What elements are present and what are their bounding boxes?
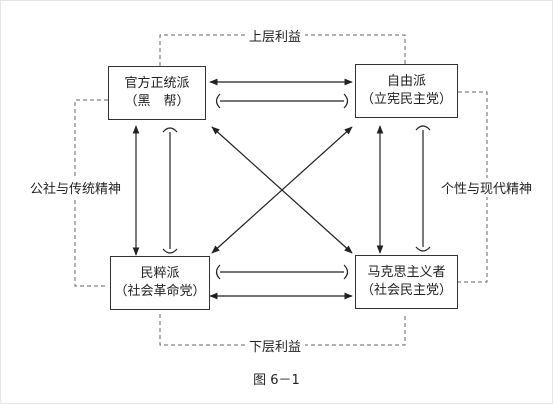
arrow-liberal-populist [211, 126, 353, 254]
label-commune-tradition: 公社与传统精神 [26, 178, 126, 197]
bottom-dashed-bracket [159, 314, 406, 346]
label-upper-interests: 上层利益 [245, 26, 306, 45]
node-marxist: 马克思主义者 （社会民主党） [355, 255, 458, 309]
node-populist: 民粹派 （社会革命党） [110, 256, 210, 310]
node-populist-sub: （社会革命党） [114, 284, 206, 299]
right-dashed-bracket [458, 91, 488, 283]
top-dashed-bracket [159, 34, 406, 66]
node-marxist-name: 马克思主义者 [367, 265, 446, 280]
node-populist-name: 民粹派 [140, 266, 180, 281]
figure-caption: 图 6－1 [253, 373, 300, 388]
label-lower-interests: 下层利益 [245, 336, 306, 355]
node-liberal-sub: （立宪民主党） [360, 92, 452, 107]
label-individuality-modernity: 个性与现代精神 [437, 178, 537, 197]
node-marxist-sub: （社会民主党） [360, 283, 452, 298]
node-orthodox-sub: （黑 帮） [124, 94, 190, 109]
node-orthodox: 官方正统派 （黑 帮） [108, 66, 206, 120]
node-orthodox-name: 官方正统派 [124, 76, 190, 91]
node-liberal-name: 自由派 [386, 74, 426, 89]
node-liberal: 自由派 （立宪民主党） [355, 64, 458, 118]
